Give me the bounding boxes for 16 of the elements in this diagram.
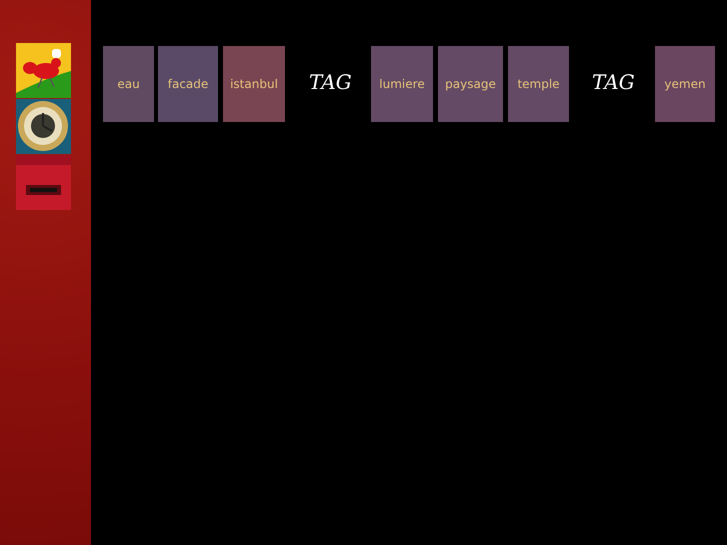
- tag-name: istanbul: [230, 77, 278, 91]
- tag-tile: [371, 46, 433, 122]
- tag-tile: [438, 46, 503, 122]
- tag-tile: [223, 46, 285, 122]
- tag-name: paysage: [445, 77, 496, 91]
- tag-name: lumiere: [379, 77, 425, 91]
- separator-label: TAG: [592, 70, 635, 94]
- tag-tile: [655, 46, 715, 122]
- tag-tile: [158, 46, 218, 122]
- tag-name: temple: [517, 77, 560, 91]
- tag-name: eau: [117, 77, 140, 91]
- tag-name: facade: [168, 77, 208, 91]
- tag-tile: [103, 46, 154, 122]
- tag-name: yemen: [664, 77, 706, 91]
- separator-label: TAG: [309, 70, 352, 94]
- tag-tile: [508, 46, 569, 122]
